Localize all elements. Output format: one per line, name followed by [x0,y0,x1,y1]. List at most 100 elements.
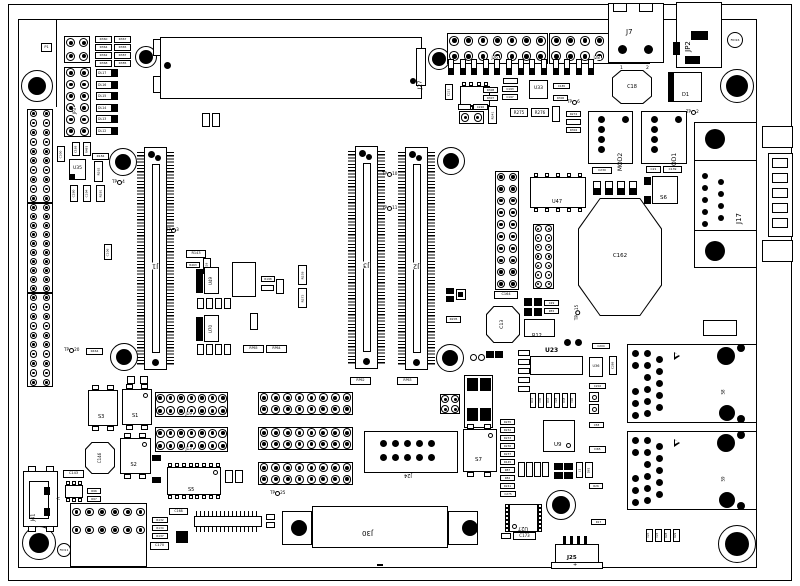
silk-text: R29 [674,533,678,538]
pin [508,220,518,229]
solder-pad [564,472,573,479]
testpoint-ring [387,172,393,177]
silk-text: R145 [503,459,512,464]
pin [176,428,186,438]
jack-pin [643,349,651,357]
silk-text: R44 [546,398,550,403]
led-cathode [565,68,569,74]
pin [463,35,474,46]
silk-text: J3 [361,261,370,269]
ic-pin [476,82,481,86]
outline-rect [46,526,54,532]
pin [496,208,506,217]
smd-part [534,462,541,477]
board-outline [18,19,757,568]
pad-dot [650,145,658,153]
silk-text: DL12 [98,129,107,133]
pin [42,138,51,146]
connector-j30 [312,506,448,548]
connector-label: J1 [150,255,159,271]
comp-label: U9 [554,433,562,449]
connector-teeth [348,151,355,364]
mounting-hole-drill [725,532,749,556]
pin [42,303,51,311]
pin [29,322,38,330]
pin [29,119,38,127]
ref-label: U23 [545,339,558,355]
smd-u70: U70 [204,315,219,342]
smd-part [202,113,210,127]
pin [534,225,542,233]
ic-pin [538,528,542,532]
pin [42,185,51,193]
testpoint-ring [387,206,393,211]
testpoint-ring [171,228,177,233]
smd-r132: R132 [152,517,168,523]
outline-rect [28,526,36,532]
mounting-hole-drill [139,50,153,64]
led-107 [588,59,594,75]
silk-text: R28 [665,533,669,538]
smd-r306: R306 [553,95,568,101]
pin [545,280,553,288]
pin [42,266,51,275]
silk-text: R82 [504,475,511,480]
ic-pin [208,463,213,467]
pin [441,395,449,403]
smd-r41: R41 [530,393,536,408]
pin-dot [152,359,159,366]
silk-text: 3 [176,227,179,233]
ic-label: U27 [518,515,528,531]
smd-r232: R232 [500,427,515,433]
pad-dot [415,439,423,447]
silk-text: R237 [503,451,512,456]
pin [42,166,51,174]
silk-text: C146 [97,452,102,464]
smd-r341: R341 [488,106,497,124]
led-104 [553,59,559,75]
pin [535,35,546,46]
ic-pin [72,481,76,485]
header-label: J28 [592,46,601,62]
smd-c221: C221 [445,84,453,100]
ic-pin [195,463,200,467]
silk-text: MOD2 [617,152,625,172]
pin [496,232,506,241]
smd-part [206,298,213,309]
silk-text: R198 [264,276,272,281]
pin [259,463,269,473]
pin [545,243,553,251]
pin [545,271,553,279]
pin [580,35,590,46]
smd-r48: R48 [562,393,568,408]
led-cathode [618,188,624,194]
pad-dot [379,453,387,461]
solder-pad [467,378,478,391]
stub-pin [139,433,147,438]
solder-pad [152,477,161,483]
led-97 [471,59,477,75]
smd-c230: C230 [592,167,612,174]
solder-pad [691,31,708,40]
pin [295,439,304,449]
pin [342,428,352,438]
silk-text: U23 [545,347,559,354]
smd-r241: R241 [500,483,515,489]
pad-dot [702,197,708,203]
pin [545,262,553,270]
jack-peg [737,502,745,510]
smd-c23: C23 [655,529,662,542]
pin [451,405,459,413]
solder-pad [673,42,680,55]
pad-dot [617,44,627,54]
connector-j27 [160,37,422,99]
pin [42,378,51,387]
silk-text: TP [686,109,692,115]
silk-text: C185 [557,83,566,88]
outline-rect [194,516,262,527]
jack-pin [643,397,651,405]
pin [208,406,217,416]
